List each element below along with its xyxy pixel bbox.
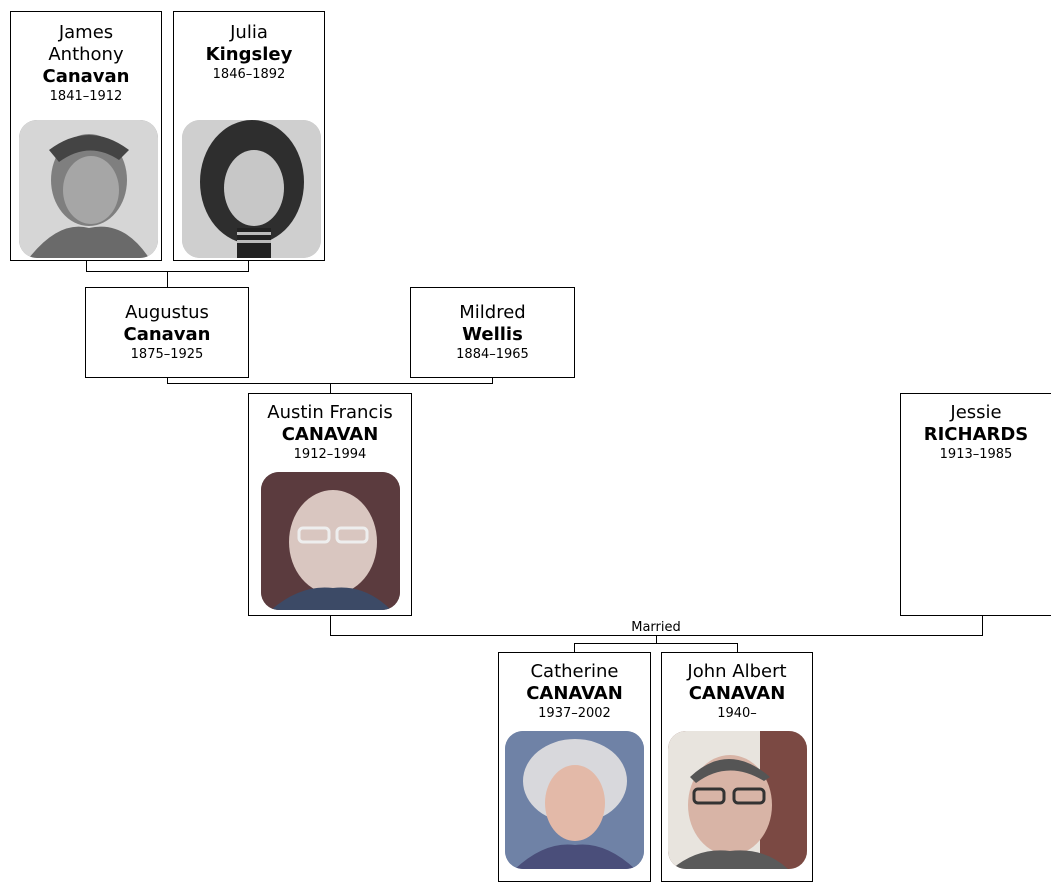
person-surname: CANAVAN [281, 424, 379, 445]
person-given-name: John Albert [687, 661, 787, 682]
person-dates: 1937–2002 [538, 706, 611, 721]
person-card-james-anthony-canavan[interactable]: James Anthony Canavan 1841–1912 [10, 11, 162, 261]
person-surname: Canavan [42, 66, 130, 87]
person-given-name: Mildred [459, 302, 526, 323]
person-given-name: Julia [230, 22, 268, 43]
person-given-name: Catherine [530, 661, 619, 682]
person-surname: Kingsley [205, 44, 293, 65]
person-given-name: Augustus [125, 302, 209, 323]
connector-line [574, 643, 738, 644]
connector-line [167, 271, 168, 287]
connector-line [492, 377, 493, 383]
person-dates: 1913–1985 [939, 447, 1013, 462]
connector-line [737, 643, 738, 652]
person-card-austin-francis-canavan[interactable]: Austin Francis CANAVAN 1912–1994 [248, 393, 412, 616]
connector-line [86, 260, 87, 271]
connector-line [248, 260, 249, 271]
connector-line [574, 643, 575, 652]
person-dates: 1884–1965 [456, 347, 529, 362]
person-surname: RICHARDS [923, 424, 1029, 445]
person-card-jessie-richards[interactable]: Jessie RICHARDS 1913–1985 [900, 393, 1051, 616]
person-dates: 1875–1925 [130, 347, 204, 362]
person-dates: 1841–1912 [49, 89, 123, 104]
person-given-name: Jessie [950, 402, 1002, 423]
person-card-julia-kingsley[interactable]: Julia Kingsley 1846–1892 [173, 11, 325, 261]
person-dates: 1846–1892 [212, 67, 286, 82]
person-card-mildred-wellis[interactable]: Mildred Wellis 1884–1965 [410, 287, 575, 378]
relationship-label: Married [612, 620, 700, 635]
portrait-photo [668, 731, 807, 869]
person-card-john-albert-canavan[interactable]: John Albert CANAVAN 1940– [661, 652, 813, 882]
connector-line [167, 377, 168, 383]
person-dates: 1912–1994 [293, 447, 367, 462]
person-given-name: James Anthony [48, 22, 124, 65]
connector-line [330, 383, 331, 393]
person-card-catherine-canavan[interactable]: Catherine CANAVAN 1937–2002 [498, 652, 651, 882]
person-dates: 1940– [717, 706, 757, 721]
person-surname: Wellis [462, 324, 523, 345]
connector-line [656, 635, 657, 643]
portrait-photo [261, 472, 400, 610]
connector-line [982, 615, 983, 636]
connector-line [330, 615, 331, 636]
person-surname: Canavan [123, 324, 211, 345]
portrait-photo [505, 731, 644, 869]
person-given-name: Austin Francis [267, 402, 393, 423]
portrait-photo [182, 120, 321, 258]
person-card-augustus-canavan[interactable]: Augustus Canavan 1875–1925 [85, 287, 249, 378]
person-surname: CANAVAN [688, 683, 786, 704]
person-surname: CANAVAN [526, 683, 623, 704]
portrait-photo [19, 120, 158, 258]
